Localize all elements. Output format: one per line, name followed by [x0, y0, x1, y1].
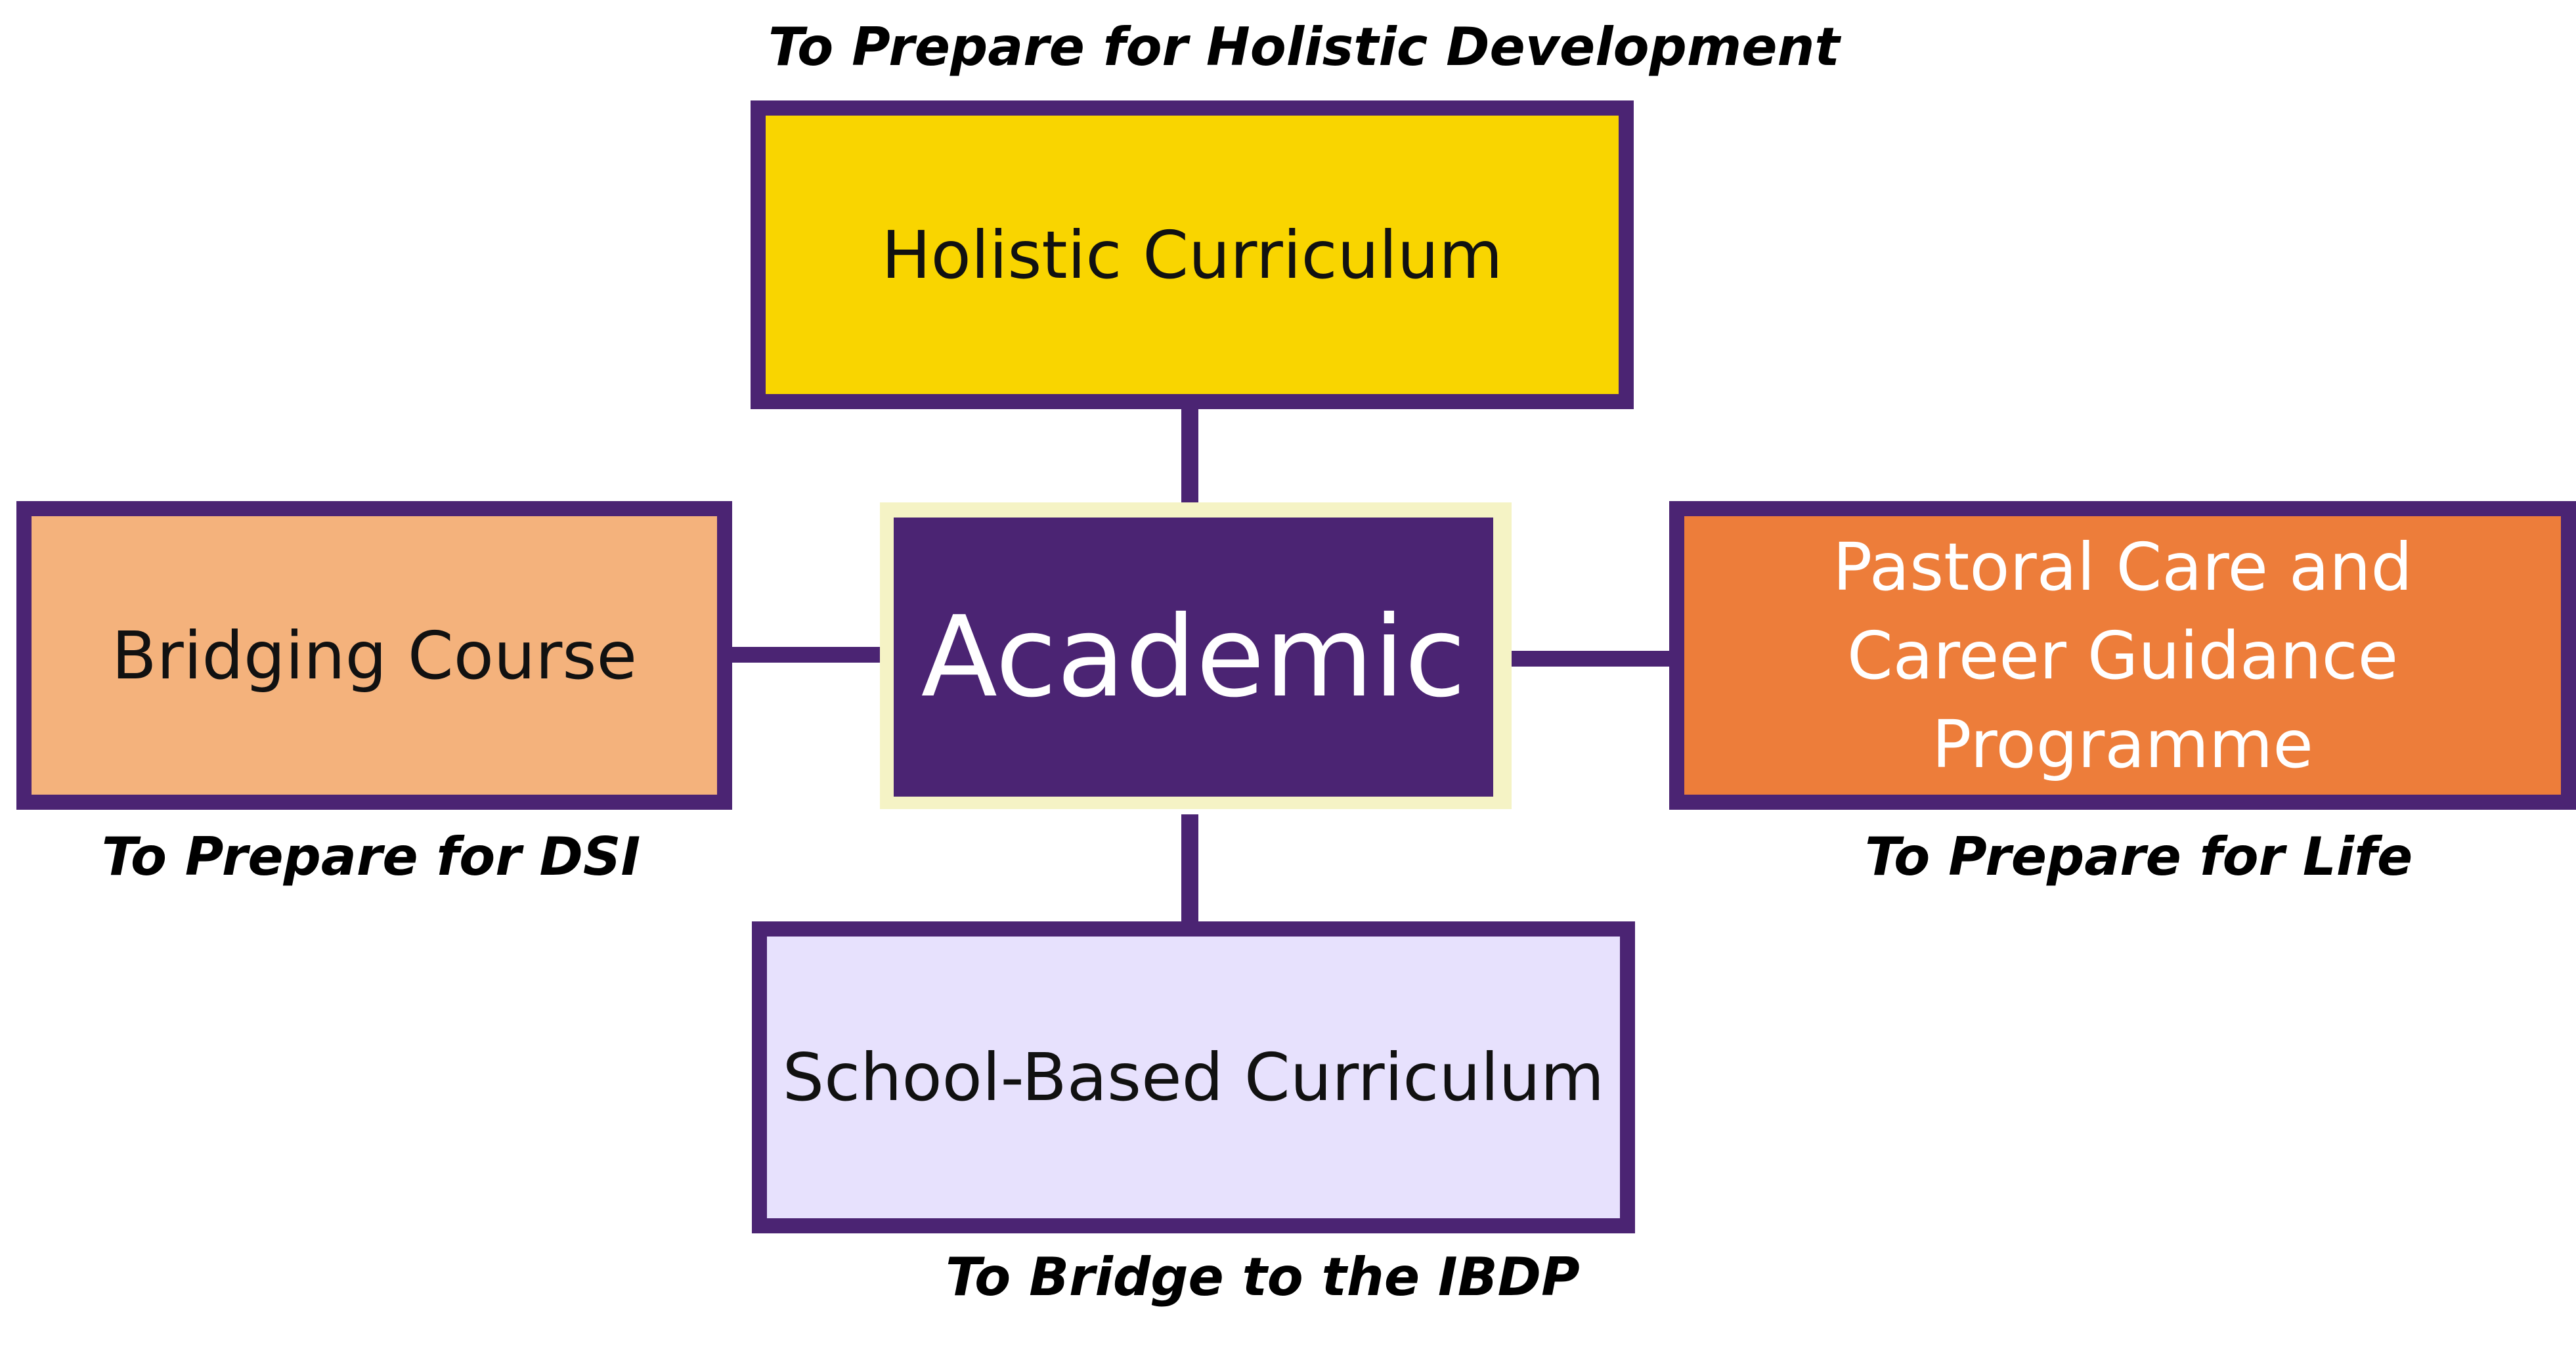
node-pastoral-care: Pastoral Care and Career Guidance Progra… — [1669, 501, 2576, 810]
caption-pastoral: To Prepare for Life — [1865, 826, 2413, 887]
node-holistic-curriculum: Holistic Curriculum — [751, 100, 1634, 409]
caption-holistic: To Prepare for Holistic Development — [768, 16, 1840, 77]
node-bridging-course: Bridging Course — [16, 501, 732, 810]
node-bridging-label: Bridging Course — [112, 617, 637, 694]
connector-top — [1181, 404, 1198, 512]
node-school-based-label: School-Based Curriculum — [782, 1039, 1605, 1116]
center-node-label: Academic — [921, 592, 1466, 722]
connector-bottom — [1181, 814, 1198, 926]
caption-school-based: To Bridge to the IBDP — [946, 1246, 1580, 1308]
node-school-based-curriculum: School-Based Curriculum — [752, 921, 1635, 1233]
connector-right — [1509, 651, 1670, 667]
center-node-academic: Academic — [894, 518, 1493, 797]
node-holistic-label: Holistic Curriculum — [881, 216, 1503, 294]
caption-bridging: To Prepare for DSI — [101, 826, 641, 887]
node-pastoral-label: Pastoral Care and Career Guidance Progra… — [1832, 528, 2412, 783]
connector-left — [726, 647, 886, 663]
